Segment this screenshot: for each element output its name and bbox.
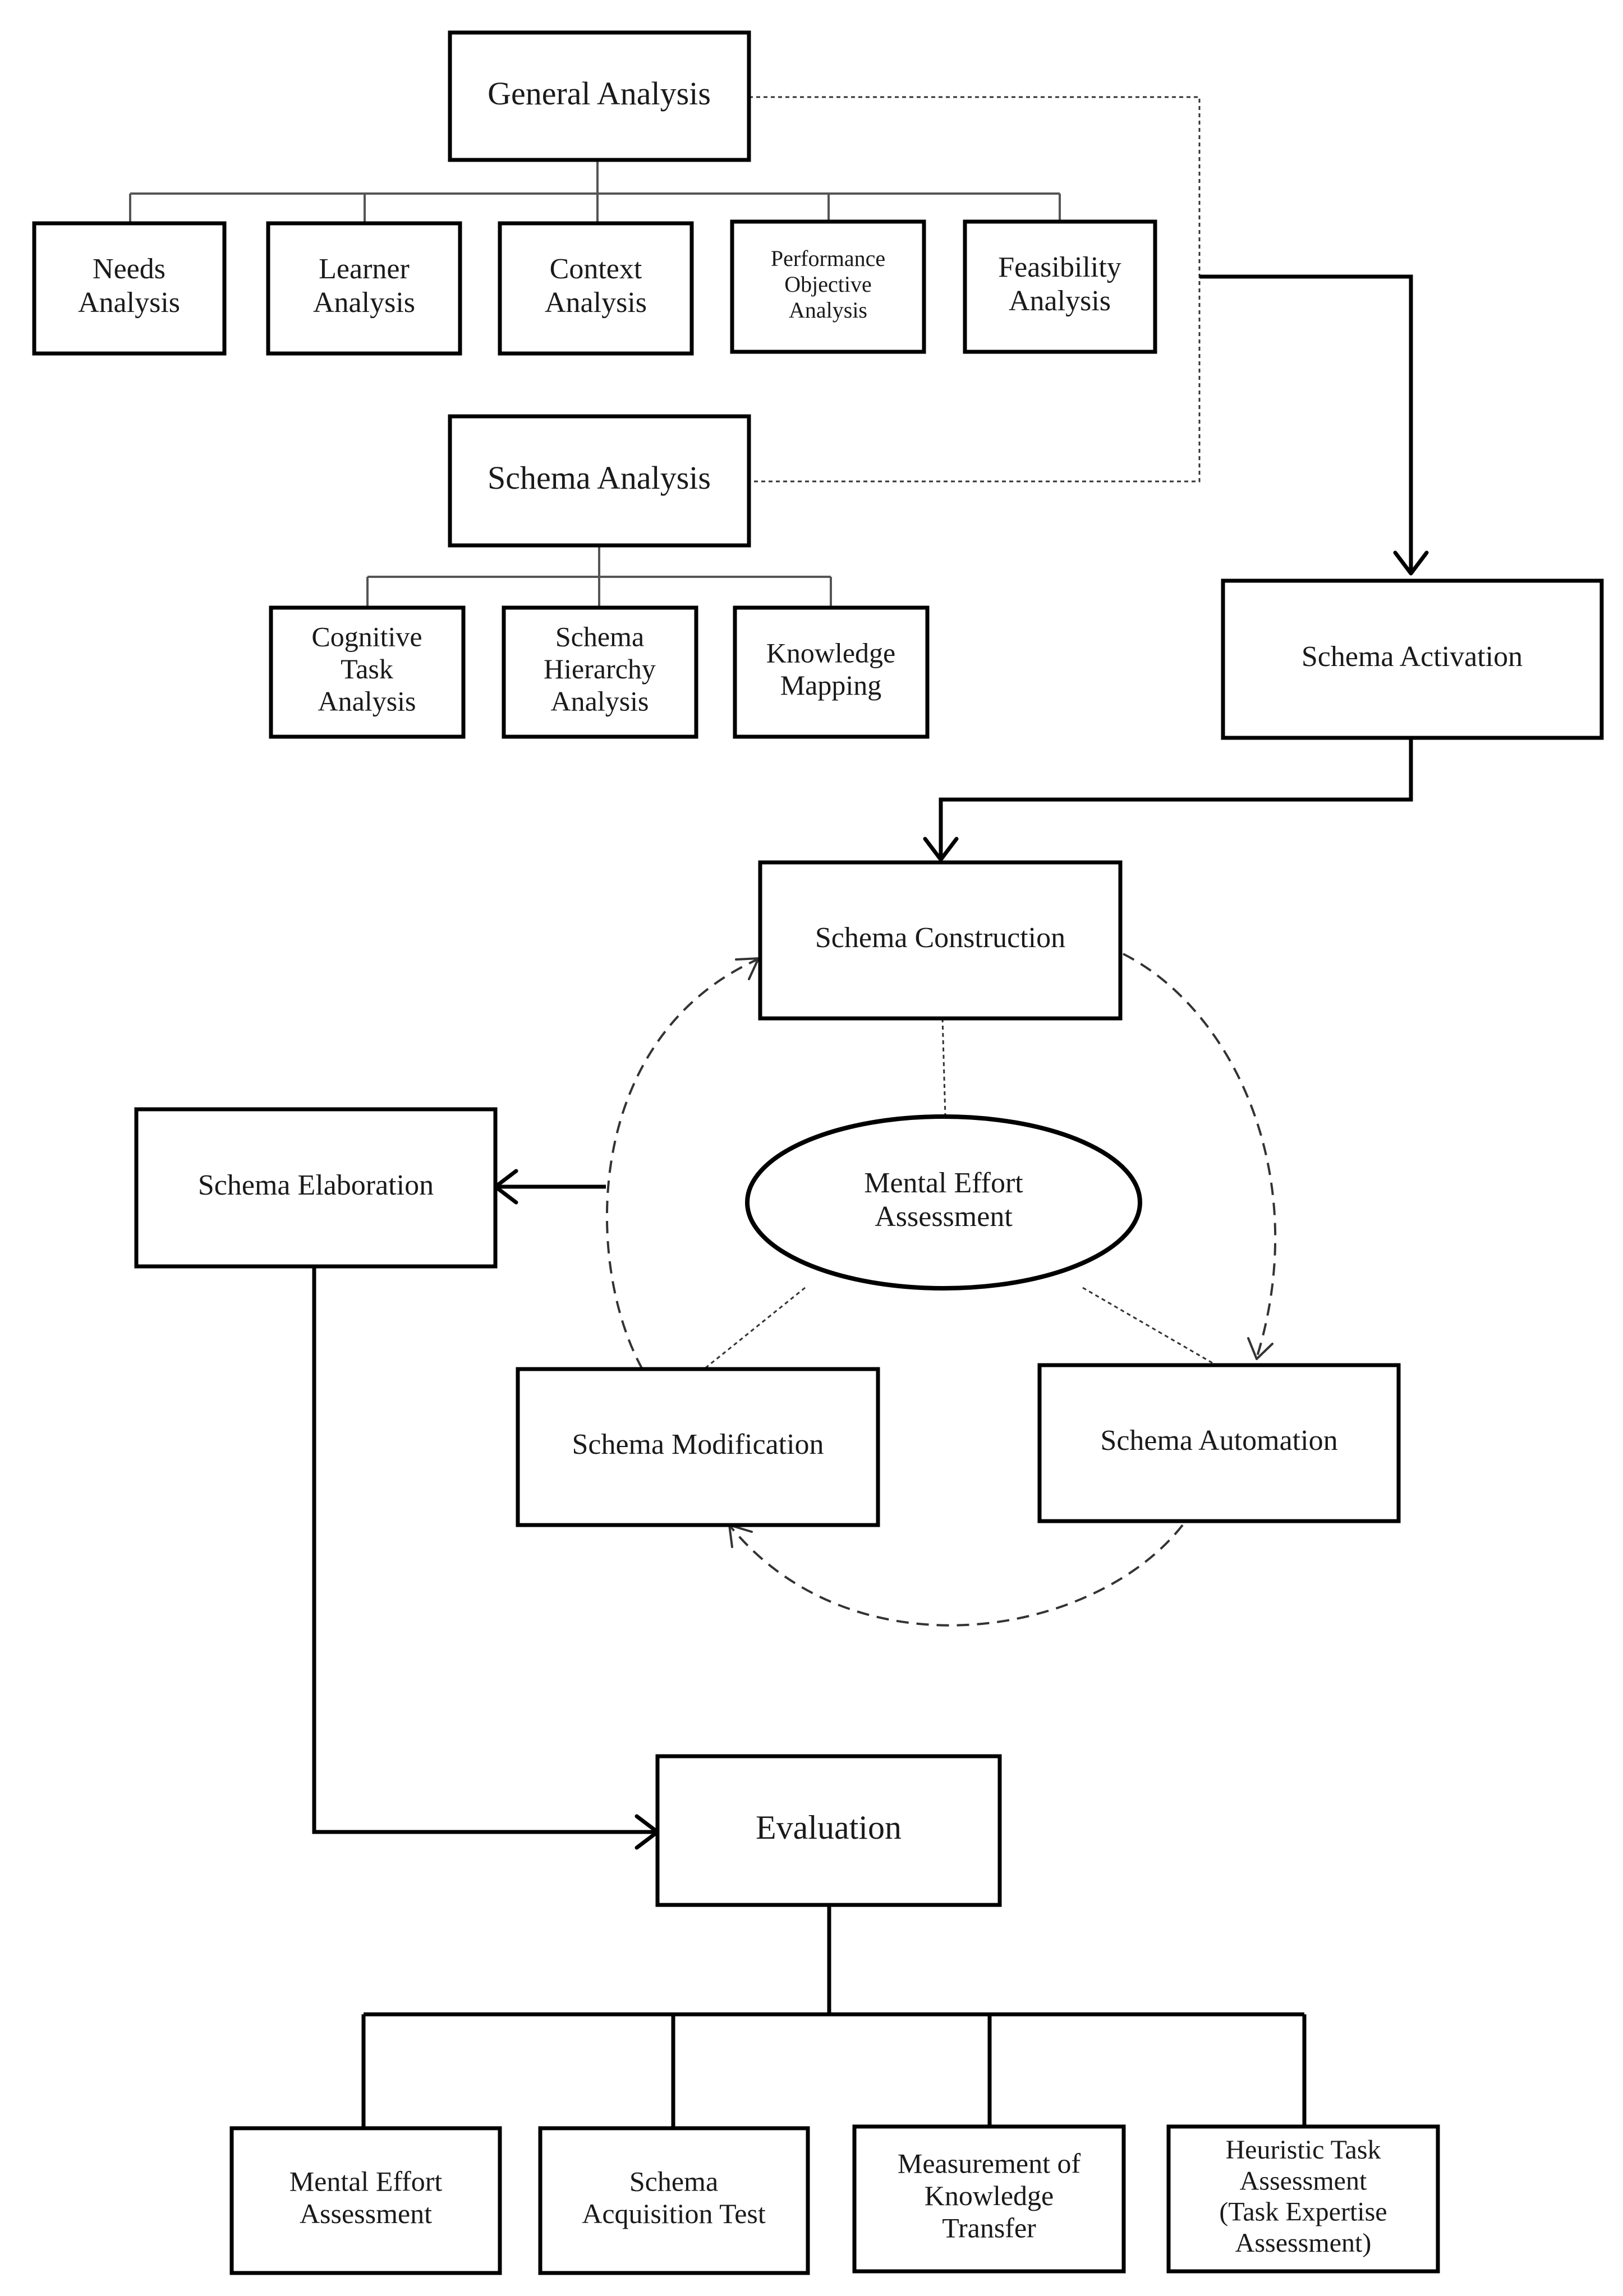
general-analysis-label: General Analysis <box>488 75 711 112</box>
schema-construction-label: Schema Construction <box>815 922 1065 954</box>
schema-analysis-box: Schema Analysis <box>448 414 751 548</box>
cognitive-task-analysis-line-1: Cognitive <box>311 621 422 653</box>
center-links <box>698 1018 1224 1375</box>
schema-construction-line-1: Schema Construction <box>815 922 1065 954</box>
general-analysis-line-1: General Analysis <box>488 75 711 112</box>
eval-heuristic-task-line-1: Heuristic Task <box>1225 2135 1381 2165</box>
learner-analysis-line-2: Analysis <box>313 287 415 319</box>
performance-objective-analysis-line-2: Objective <box>784 272 872 297</box>
schema-hierarchy-analysis-line-2: Hierarchy <box>544 653 656 685</box>
needs-analysis-line-1: Needs <box>93 253 165 285</box>
schema-hierarchy-analysis-line-3: Analysis <box>551 686 649 717</box>
performance-objective-analysis-line-1: Performance <box>771 246 885 271</box>
arrow-to-schema-construction <box>923 738 1413 862</box>
mental-effort-center-line-2: Assessment <box>875 1201 1013 1233</box>
schema-modification-line-1: Schema Modification <box>572 1429 824 1461</box>
eval-knowledge-transfer-line-3: Transfer <box>942 2212 1036 2244</box>
cognitive-task-analysis-line-3: Analysis <box>318 686 416 717</box>
context-analysis-line-1: Context <box>550 253 642 285</box>
eval-knowledge-transfer-line-2: Knowledge <box>925 2180 1054 2211</box>
schema-modification-box: Schema Modification <box>516 1367 880 1527</box>
schema-automation-line-1: Schema Automation <box>1100 1425 1337 1457</box>
feasibility-analysis-line-1: Feasibility <box>998 251 1121 283</box>
eval-heuristic-task-line-3: (Task Expertise <box>1219 2197 1387 2227</box>
eval-schema-acquisition-line-2: Acquisition Test <box>582 2198 766 2229</box>
mental-effort-center-line-1: Mental Effort <box>864 1167 1023 1199</box>
eval-mental-effort-line-2: Assessment <box>300 2198 432 2229</box>
knowledge-mapping-line-1: Knowledge <box>766 637 896 669</box>
performance-objective-analysis-line-3: Analysis <box>789 297 867 323</box>
arrow-to-schema-activation <box>1199 274 1429 576</box>
eval-knowledge-transfer-line-1: Measurement of <box>898 2148 1081 2179</box>
arrow-to-schema-elaboration <box>493 1169 606 1205</box>
evaluation-box: Evaluation <box>655 1754 1002 1907</box>
schema-cycle <box>606 953 1277 1627</box>
evaluation-line-1: Evaluation <box>756 1809 902 1846</box>
schema-analysis-line-1: Schema Analysis <box>488 460 711 496</box>
schema-activation-box: Schema Activation <box>1221 578 1604 740</box>
cognitive-task-analysis-line-2: Task <box>341 653 393 685</box>
schema-automation-label: Schema Automation <box>1100 1425 1337 1457</box>
eval-heuristic-task-line-2: Assessment <box>1240 2166 1367 2196</box>
analysis-dashed-bracket <box>749 96 1201 483</box>
eval-schema-acquisition-line-1: Schema <box>629 2166 718 2197</box>
eval-heuristic-task-line-4: Assessment) <box>1235 2228 1372 2258</box>
schema-automation-box: Schema Automation <box>1037 1363 1401 1523</box>
schema-analysis-tree <box>366 545 832 608</box>
schema-modification-label: Schema Modification <box>572 1429 824 1461</box>
arrow-to-evaluation <box>312 1266 660 1850</box>
needs-analysis-line-2: Analysis <box>78 287 180 319</box>
general-analysis-tree <box>129 160 1061 223</box>
schema-elaboration-label: Schema Elaboration <box>198 1169 434 1201</box>
evaluation-tree <box>361 1905 1307 2128</box>
knowledge-mapping-line-2: Mapping <box>780 669 882 701</box>
schema-construction-box: Schema Construction <box>758 860 1123 1021</box>
schema-elaboration-box: Schema Elaboration <box>134 1107 498 1269</box>
schema-activation-line-1: Schema Activation <box>1302 641 1523 673</box>
evaluation-label: Evaluation <box>756 1809 902 1846</box>
feasibility-analysis-line-2: Analysis <box>1009 285 1111 317</box>
eval-mental-effort-line-1: Mental Effort <box>289 2166 443 2197</box>
general-analysis-box: General Analysis <box>448 30 751 162</box>
context-analysis-line-2: Analysis <box>545 287 647 319</box>
schema-activation-label: Schema Activation <box>1302 641 1523 673</box>
schema-elaboration-line-1: Schema Elaboration <box>198 1169 434 1201</box>
learner-analysis-line-1: Learner <box>319 253 410 285</box>
schema-hierarchy-analysis-line-1: Schema <box>555 621 644 653</box>
schema-analysis-label: Schema Analysis <box>488 460 711 496</box>
